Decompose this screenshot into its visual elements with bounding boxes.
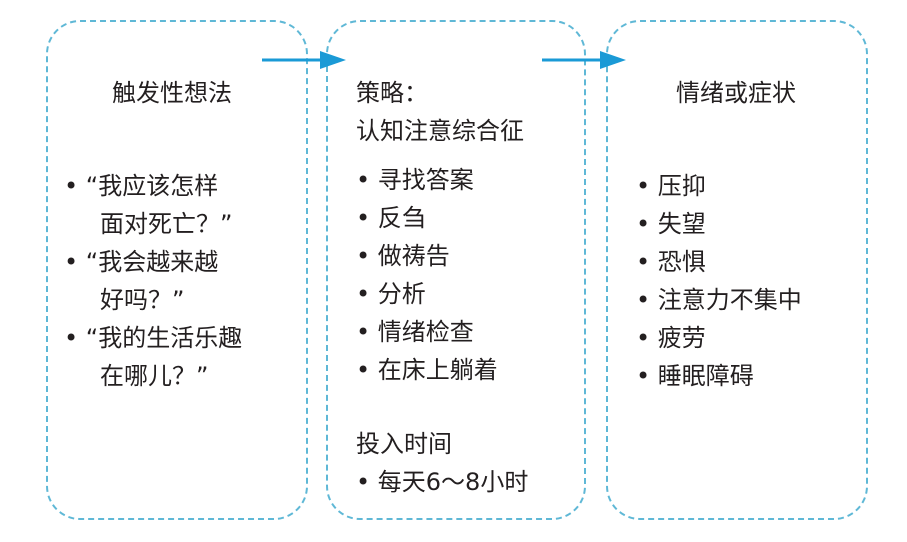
list-item: • 做祷告 bbox=[356, 242, 450, 270]
box-title: 情绪或症状 bbox=[676, 79, 796, 107]
arrow-right-icon bbox=[542, 51, 626, 69]
list-item: • 压抑 bbox=[636, 172, 706, 200]
list-item: • 情绪检查 bbox=[356, 318, 474, 346]
list-item: • “我应该怎样 bbox=[64, 172, 219, 200]
section-title: 投入时间 bbox=[356, 430, 452, 458]
list-item: • “我的生活乐趣 bbox=[64, 324, 243, 352]
list-item: 面对死亡？” bbox=[100, 210, 233, 238]
arrow-right-icon bbox=[262, 51, 346, 69]
list-item: • 每天6～8小时 bbox=[356, 468, 529, 496]
list-item: • 注意力不集中 bbox=[636, 286, 802, 314]
list-item: 在哪儿？” bbox=[100, 362, 209, 390]
list-item: • 寻找答案 bbox=[356, 166, 474, 194]
list-item: • 失望 bbox=[636, 210, 706, 238]
list-item: • “我会越来越 bbox=[64, 248, 219, 276]
list-item: • 睡眠障碍 bbox=[636, 362, 754, 390]
box-title: 认知注意综合征 bbox=[356, 117, 524, 145]
box-emotions-symptoms bbox=[606, 20, 868, 520]
box-triggering-thoughts bbox=[46, 20, 308, 520]
list-item: • 恐惧 bbox=[636, 248, 706, 276]
list-item: 好吗？” bbox=[100, 286, 185, 314]
list-item: • 在床上躺着 bbox=[356, 356, 498, 384]
box-strategy bbox=[326, 20, 586, 520]
list-item: • 疲劳 bbox=[636, 324, 706, 352]
box-title: 策略： bbox=[356, 79, 428, 107]
box-title: 触发性想法 bbox=[112, 79, 232, 107]
list-item: • 分析 bbox=[356, 280, 426, 308]
list-item: • 反刍 bbox=[356, 204, 426, 232]
